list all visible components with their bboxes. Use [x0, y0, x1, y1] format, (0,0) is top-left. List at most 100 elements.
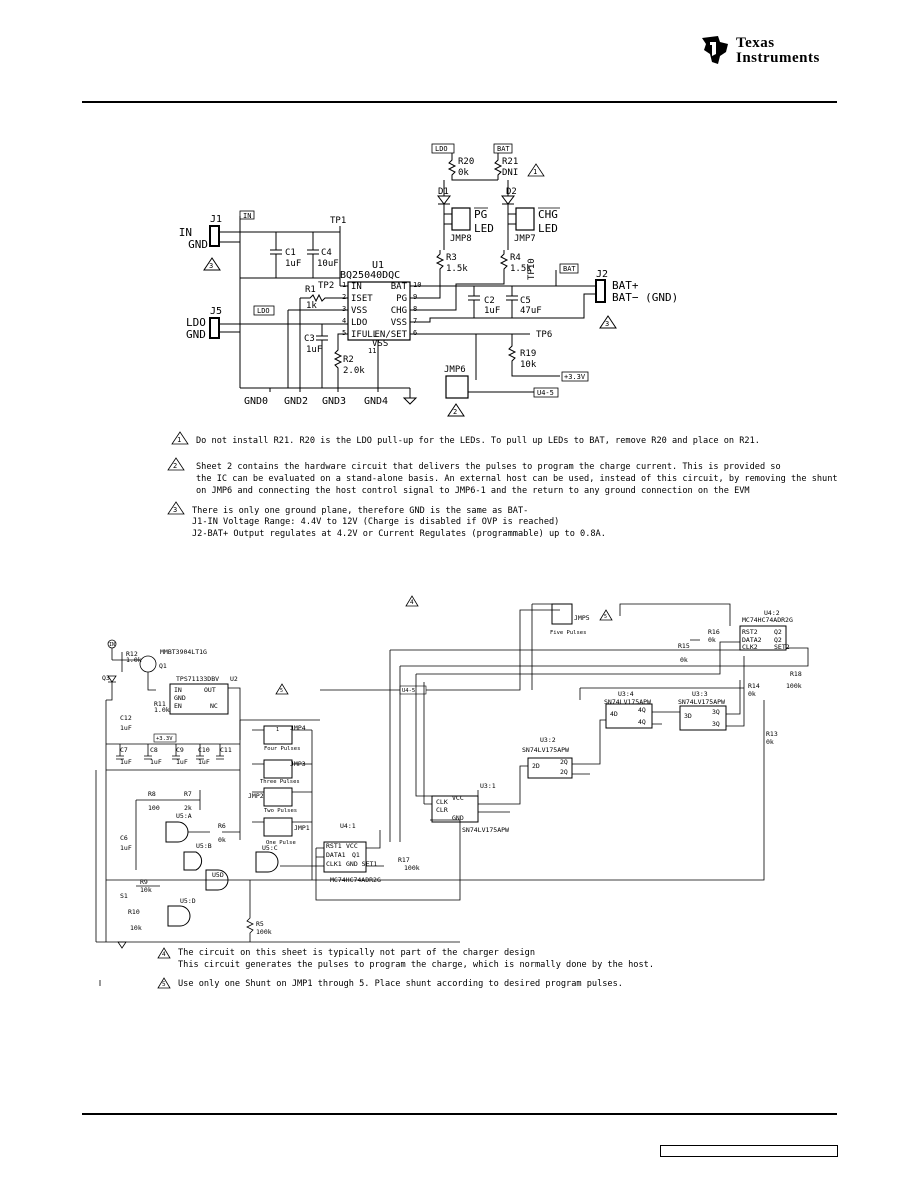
- r18-ref: R18: [790, 670, 802, 678]
- note-4: 4 The circuit on this sheet is typically…: [157, 947, 654, 970]
- connector-j5: J5 LDO GND: [186, 306, 222, 341]
- u33-ref: U3:3: [692, 690, 708, 698]
- note-2-line-1: Sheet 2 contains the hardware circuit th…: [196, 462, 781, 472]
- svg-text:1: 1: [533, 168, 537, 176]
- r21-ref: R21: [502, 157, 518, 167]
- svg-text:RST2: RST2: [742, 628, 758, 636]
- svg-text:1: 1: [342, 281, 346, 289]
- c6-ref: C6: [120, 834, 128, 842]
- r19-ref: R19: [520, 349, 536, 359]
- ti-logo-mark-icon: [702, 36, 728, 64]
- svg-text:3D: 3D: [684, 712, 692, 720]
- note-5: 5 Use only one Shunt on JMP1 through 5. …: [157, 977, 623, 989]
- note-2-line-2: the IC can be evaluated on a stand-alone…: [196, 474, 838, 484]
- svg-text:3Q: 3Q: [712, 720, 720, 728]
- u5c-ref: U5:C: [262, 844, 278, 852]
- c4-ref: C4: [321, 248, 332, 258]
- footer-rule: [82, 1113, 837, 1115]
- c7-ref: C7: [120, 746, 128, 754]
- svg-text:EN: EN: [174, 702, 182, 710]
- ic-u1: U1 BQ25040DQC IN ISET VSS LDO IFULL BAT …: [340, 260, 421, 355]
- logo-line1: Texas: [736, 35, 775, 51]
- u1-pin-chg: CHG: [391, 306, 407, 316]
- jmp4-ref: JMP4: [290, 724, 306, 732]
- svg-text:Q1: Q1: [352, 851, 360, 859]
- c1-ref: C1: [285, 248, 296, 258]
- svg-text:4Q: 4Q: [638, 706, 646, 714]
- u32-ref: U3:2: [540, 736, 556, 744]
- svg-text:GND SET1: GND SET1: [346, 860, 377, 868]
- svg-text:CLR: CLR: [436, 806, 448, 814]
- svg-text:4D: 4D: [610, 710, 618, 718]
- bat-net-label: BAT: [563, 265, 576, 273]
- r21-val: DNI: [502, 168, 518, 178]
- pg-label: PG: [474, 208, 487, 221]
- r15-val: 0k: [680, 656, 688, 664]
- u1-pin-in: IN: [351, 282, 362, 292]
- svg-text:4: 4: [162, 951, 166, 958]
- note-3-line-2: J1-IN Voltage Range: 4.4V to 12V (Charge…: [192, 517, 559, 527]
- r16-val: 0k: [708, 636, 716, 644]
- u1-pin-vss-l: VSS: [351, 306, 367, 316]
- gnd0-label: GND0: [244, 396, 268, 407]
- c1-val: 1uF: [285, 259, 301, 269]
- svg-text:10: 10: [413, 281, 421, 289]
- r16-ref: R16: [708, 628, 720, 636]
- j1-ref: J1: [210, 214, 222, 225]
- ti-logo: Texas Instruments: [698, 34, 838, 68]
- svg-text:5: 5: [604, 614, 607, 620]
- logo-line2: Instruments: [736, 50, 820, 66]
- j2-batm-label: BAT− (GND): [612, 291, 678, 304]
- r10-ref: R10: [128, 908, 140, 916]
- d1-ref: D1: [438, 187, 449, 197]
- note-1: 1 Do not install R21. R20 is the LDO pul…: [171, 431, 760, 446]
- c9-ref: C9: [176, 746, 184, 754]
- r1-ref: R1: [305, 285, 316, 295]
- ldo-net-label: LDO: [257, 307, 270, 315]
- svg-text:7: 7: [413, 317, 417, 325]
- p1-label: One Pulse: [266, 840, 296, 846]
- c8-ref: C8: [150, 746, 158, 754]
- jmp2-ref: JMP2: [248, 792, 264, 800]
- r6-ref: R6: [218, 822, 226, 830]
- u31-ref: U3:1: [480, 782, 496, 790]
- footer-doc-box: [660, 1145, 838, 1157]
- r20-ref: R20: [458, 157, 474, 167]
- note-4-line-1: The circuit on this sheet is typically n…: [178, 948, 535, 958]
- r10-val: 10k: [130, 924, 142, 932]
- svg-text:GND: GND: [452, 814, 464, 822]
- c10-ref: C10: [198, 746, 210, 754]
- r5-ref: R5: [256, 920, 264, 928]
- c4-val: 10uF: [317, 259, 339, 269]
- chg-led-label: LED: [538, 222, 558, 235]
- u1-ref: U1: [372, 260, 384, 271]
- connector-j2: J2 BAT+ BAT− (GND): [595, 269, 678, 304]
- p4-label: Four Pulses: [264, 746, 300, 752]
- r3-ref: R3: [446, 253, 457, 263]
- r9-val: 10k: [140, 886, 152, 894]
- svg-text:NC: NC: [210, 702, 218, 710]
- r20-val: 0k: [458, 168, 469, 178]
- r14-val: 0k: [748, 690, 756, 698]
- note-3-line-3: J2-BAT+ Output regulates at 4.2V or Curr…: [192, 529, 606, 539]
- svg-text:2: 2: [453, 408, 457, 416]
- svg-text:CLK: CLK: [436, 798, 448, 806]
- note-2: 2 Sheet 2 contains the hardware circuit …: [167, 457, 838, 496]
- r15-ref: R15: [678, 642, 690, 650]
- svg-text:OUT: OUT: [204, 686, 216, 694]
- r18-val: 100k: [786, 682, 802, 690]
- r19-val: 10k: [520, 360, 537, 370]
- u45-net-label: U4-5: [537, 389, 554, 397]
- r17-val: 100k: [404, 864, 420, 872]
- u34-part: SN74LV175APW: [604, 698, 651, 706]
- r13-ref: R13: [766, 730, 778, 738]
- p3-label: Three Pulses: [260, 779, 300, 785]
- svg-text:2: 2: [342, 293, 346, 301]
- c2-val: 1uF: [484, 306, 500, 316]
- svg-text:5: 5: [162, 981, 166, 988]
- note-1-line-1: Do not install R21. R20 is the LDO pull-…: [196, 436, 760, 446]
- svg-text:GND: GND: [174, 694, 186, 702]
- note-2-line-3: on JMP6 and connecting the host control …: [196, 486, 750, 496]
